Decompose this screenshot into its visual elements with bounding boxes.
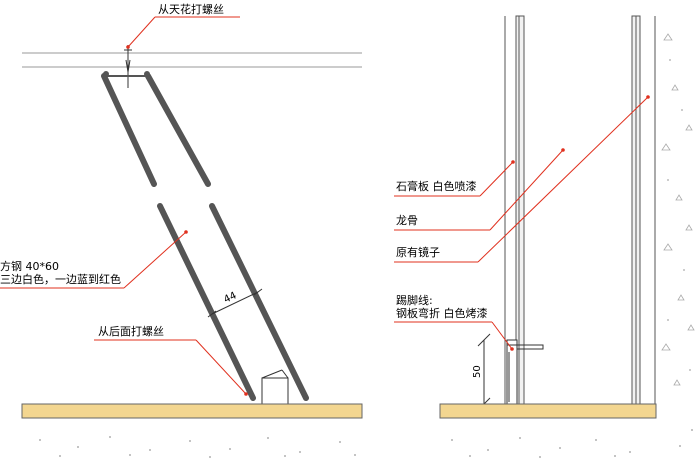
label-ceiling-screw: 从天花打螺丝	[158, 2, 224, 16]
leader-ceiling-screw	[126, 16, 240, 49]
floor-texture-right	[451, 429, 693, 458]
skirting-height-label: 50	[472, 365, 483, 378]
label-skirting-1: 踢脚线:	[396, 293, 433, 307]
leader-gypsum-board	[394, 160, 515, 197]
leader-rear-screw	[94, 339, 248, 396]
wall-texture	[661, 33, 695, 386]
label-square-steel-2: 三边白色，一边蓝到红色	[0, 272, 121, 286]
label-skirting-2: 钢板弯折 白色烤漆	[396, 306, 488, 320]
label-gypsum-board: 石膏板 白色喷漆	[396, 179, 477, 193]
label-rear-screw: 从后面打螺丝	[98, 324, 164, 338]
square-steel-tube	[101, 71, 309, 401]
leader-skirting	[394, 321, 514, 351]
steel-width-label: 44	[222, 290, 238, 305]
label-square-steel-1: 方钢 40*60	[0, 259, 59, 273]
floor-left	[21, 403, 363, 419]
leader-square-steel	[0, 230, 188, 289]
label-keel: 龙骨	[396, 214, 418, 227]
right-detail: 50 石膏板 白色喷漆 龙骨 原有镜子	[394, 15, 695, 458]
leader-keel	[394, 148, 565, 231]
floor-texture-left	[39, 436, 356, 458]
ceiling-screw	[124, 45, 132, 88]
floor-right	[439, 403, 657, 419]
existing-wall	[631, 15, 656, 416]
steel-width-dimension	[207, 288, 263, 318]
left-detail: 44 从天花打螺丝 方钢 40*60	[0, 2, 363, 458]
label-existing-mirror: 原有镜子	[396, 245, 440, 259]
leader-existing-mirror	[394, 95, 650, 263]
wall-dots	[667, 59, 691, 371]
ceiling	[22, 52, 362, 68]
